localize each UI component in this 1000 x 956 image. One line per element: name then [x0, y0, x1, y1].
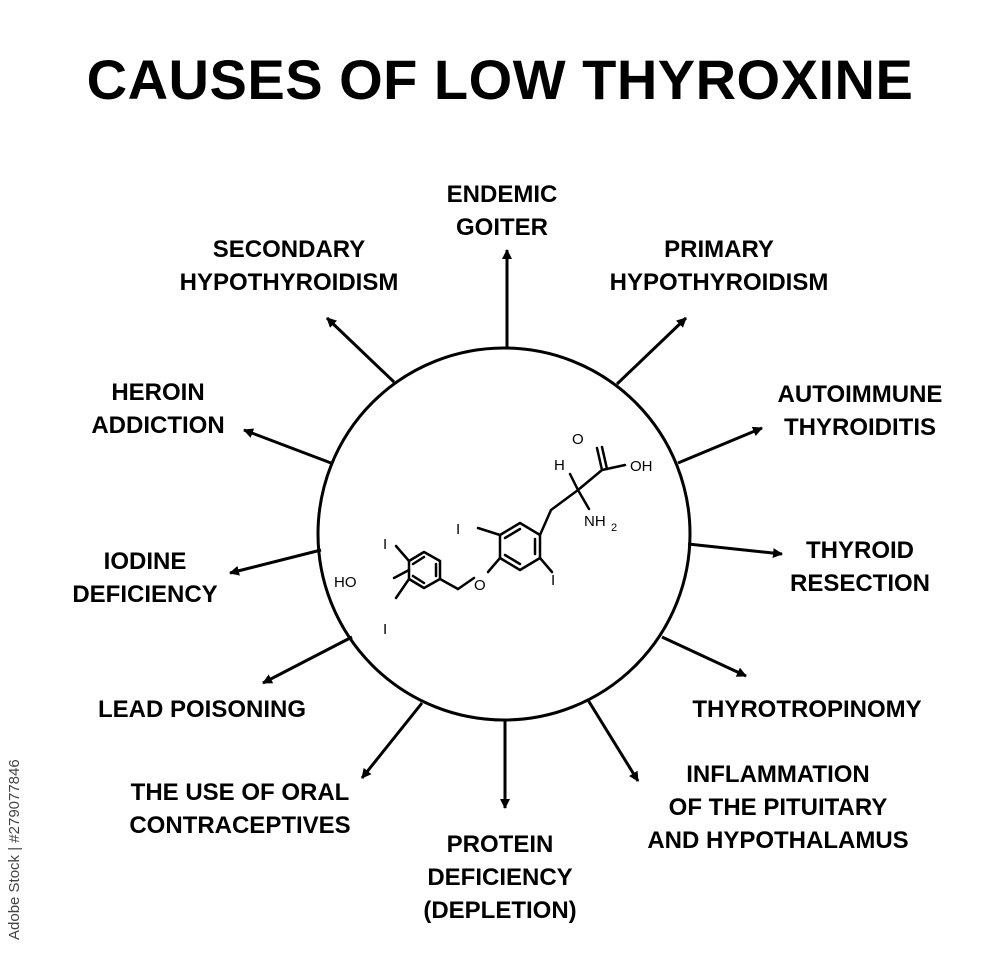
- cause-label-line: THYROTROPINOMY: [692, 696, 922, 723]
- iodine-label-2: I: [383, 621, 387, 638]
- stock-watermark: Adobe Stock | #279077846: [6, 759, 23, 940]
- arrow-inflammation: [586, 699, 640, 782]
- cause-label-line: SECONDARY: [212, 236, 366, 263]
- cause-label-endemic-goiter: ENDEMIC GOITER: [447, 178, 558, 244]
- cause-label-line: AND HYPOTHALAMUS: [647, 827, 909, 854]
- thyroxine-molecule: [392, 445, 627, 600]
- cause-label-line: DEFICIENCY: [427, 864, 573, 891]
- cause-label-line: OF THE PITUITARY: [668, 794, 888, 821]
- cause-label-protein-deficiency: PROTEIN DEFICIENCY (DEPLETION): [423, 828, 576, 927]
- iodine-label-4: I: [551, 572, 555, 589]
- cause-label-line: DEFICIENCY: [72, 581, 218, 608]
- cause-label-line: HYPOTHYROIDISM: [609, 269, 829, 296]
- cause-label-line: THYROIDITIS: [783, 414, 937, 441]
- cause-label-autoimmune-thyroiditis: AUTOIMMUNE THYROIDITIS: [778, 378, 943, 444]
- cause-label-line: ADDICTION: [91, 412, 225, 439]
- cause-label-line: RESECTION: [789, 570, 931, 597]
- amine-label: NH: [584, 513, 606, 530]
- arrow-thyrotropinomy: [661, 635, 747, 678]
- cause-label-line: HEROIN: [111, 379, 205, 406]
- arrow-primary-hypothyroidism: [615, 316, 688, 386]
- arrow-thyroid-resection: [687, 542, 783, 559]
- ho-label: HO: [334, 574, 357, 591]
- cause-label-line: LEAD POISONING: [97, 696, 307, 723]
- ether-oxygen-label: O: [474, 577, 486, 594]
- cause-label-thyrotropinomy: THYROTROPINOMY: [692, 693, 921, 726]
- arrow-iodine-deficiency: [229, 548, 322, 576]
- cause-label-line: HYPOTHYROIDISM: [179, 269, 399, 296]
- arrow-autoimmune-thyroiditis: [677, 426, 763, 465]
- cause-label-line: IODINE: [103, 548, 187, 575]
- iodine-label-3: I: [456, 521, 460, 538]
- hydroxyl-label: OH: [630, 458, 653, 475]
- cause-label-heroin-addiction: HEROIN ADDICTION: [91, 376, 224, 442]
- amine-subscript: 2: [611, 522, 617, 534]
- cause-label-thyroid-resection: THYROID RESECTION: [790, 534, 930, 600]
- cause-label-oral-contraceptives: THE USE OF ORAL CONTRACEPTIVES: [129, 776, 350, 842]
- molecule-labels: HO O O OH H NH 2 I I I I: [334, 431, 653, 638]
- cause-label-line: INFLAMMATION: [686, 761, 870, 788]
- cause-label-line: THYROID: [805, 537, 914, 564]
- cause-label-lead-poisoning: LEAD POISONING: [98, 693, 306, 726]
- carbonyl-oxygen-label: O: [572, 431, 584, 448]
- cause-label-secondary-hypothyroidism: SECONDARY HYPOTHYROIDISM: [180, 233, 399, 299]
- arrow-secondary-hypothyroidism: [325, 316, 396, 384]
- cause-label-line: (DEPLETION): [423, 897, 577, 924]
- arrow-heroin-addiction: [243, 428, 332, 465]
- cause-label-inflammation: INFLAMMATION OF THE PITUITARY AND HYPOTHAL…: [647, 758, 908, 857]
- iodine-label-1: I: [383, 536, 387, 553]
- cause-label-line: AUTOIMMUNE: [777, 381, 943, 408]
- arrow-oral-contraceptives: [360, 702, 424, 779]
- cause-label-iodine-deficiency: IODINE DEFICIENCY: [72, 545, 217, 611]
- arrow-lead-poisoning: [262, 635, 353, 685]
- cause-label-line: ENDEMIC: [446, 181, 558, 208]
- cause-label-line: CONTRACEPTIVES: [129, 812, 351, 839]
- arrows-group: [229, 249, 783, 809]
- cause-label-line: GOITER: [455, 214, 549, 241]
- cause-label-primary-hypothyroidism: PRIMARY HYPOTHYROIDISM: [610, 233, 829, 299]
- hydrogen-label: H: [554, 457, 565, 474]
- cause-label-line: PROTEIN: [446, 831, 554, 858]
- cause-label-line: PRIMARY: [664, 236, 774, 263]
- diagram-title: CAUSES OF LOW THYROXINE: [86, 48, 914, 111]
- cause-label-line: THE USE OF ORAL: [130, 779, 350, 806]
